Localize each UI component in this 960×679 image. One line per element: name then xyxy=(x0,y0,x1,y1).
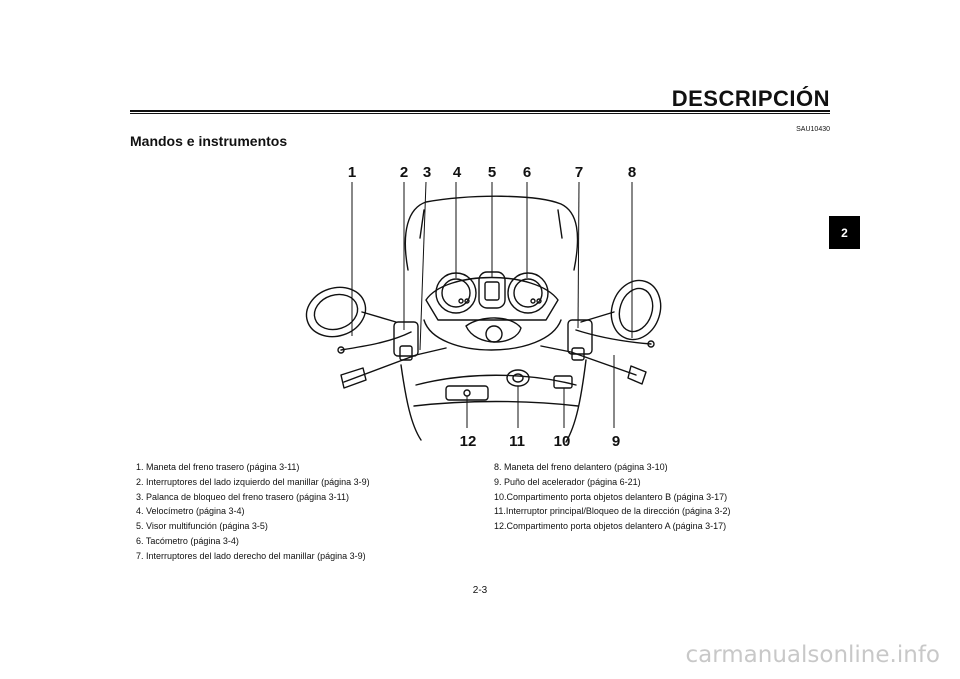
legend-right-column: 8. Maneta del freno delantero (página 3-… xyxy=(494,460,834,534)
legend-item: 7. Interruptores del lado derecho del ma… xyxy=(136,550,366,561)
callout-3: 3 xyxy=(423,164,431,181)
legend-item: 10.Compartimento porta objetos delantero… xyxy=(494,491,728,502)
legend-item: 2. Interruptores del lado izquierdo del … xyxy=(136,476,370,487)
windshield xyxy=(404,195,579,271)
legend-item: 3. Palanca de bloqueo del freno trasero … xyxy=(136,491,349,502)
legend-item: 1. Maneta del freno trasero (página 3-11… xyxy=(136,462,300,472)
page-number: 2-3 xyxy=(472,585,488,596)
callout-7: 7 xyxy=(575,164,583,181)
callout-2: 2 xyxy=(400,164,408,181)
callout-9: 9 xyxy=(612,433,620,450)
document-code: SAU10430 xyxy=(796,126,830,133)
callout-11: 11 xyxy=(509,433,525,450)
legend-item: 8. Maneta del freno delantero (página 3-… xyxy=(494,462,668,472)
legend-item: 11.Interruptor principal/Bloqueo de la d… xyxy=(494,506,731,517)
legend-left-column: 1. Maneta del freno trasero (página 3-11… xyxy=(136,460,476,564)
title-rule-thin xyxy=(130,113,830,114)
callout-4: 4 xyxy=(453,164,462,181)
callout-5: 5 xyxy=(488,164,496,181)
left-brake-lever xyxy=(340,331,412,351)
right-handlebar xyxy=(540,345,637,376)
watermark: carmanualsonline.info xyxy=(685,642,940,668)
left-handlebar xyxy=(343,347,447,383)
left-mirror xyxy=(305,286,367,338)
legend-item: 6. Tacómetro (página 3-4) xyxy=(136,535,239,546)
callout-8: 8 xyxy=(628,164,636,181)
section-title: Mandos e instrumentos xyxy=(130,133,288,149)
legend-item: 9. Puño del acelerador (página 6-21) xyxy=(494,476,641,487)
handlebar-illustration: 1 2 3 4 5 6 7 8 9 10 11 12 xyxy=(305,164,662,450)
title-rule-thick xyxy=(130,110,830,112)
legend-item: 5. Visor multifunción (página 3-5) xyxy=(136,521,268,532)
callout-6: 6 xyxy=(523,164,531,181)
callout-1: 1 xyxy=(348,164,356,181)
right-mirror xyxy=(610,279,662,341)
callout-12: 12 xyxy=(460,433,477,450)
main-switch xyxy=(506,369,530,387)
legend-item: 12.Compartimento porta objetos delantero… xyxy=(494,521,727,532)
instrument-panel xyxy=(425,276,559,321)
right-brake-lever xyxy=(575,329,652,345)
callout-10: 10 xyxy=(554,433,571,450)
page-title: DESCRIPCIÓN xyxy=(671,86,830,111)
compartment-b xyxy=(553,375,573,389)
legend-item: 4. Velocímetro (página 3-4) xyxy=(136,506,245,517)
chapter-tab: 2 xyxy=(829,216,860,249)
tachometer xyxy=(507,272,549,314)
